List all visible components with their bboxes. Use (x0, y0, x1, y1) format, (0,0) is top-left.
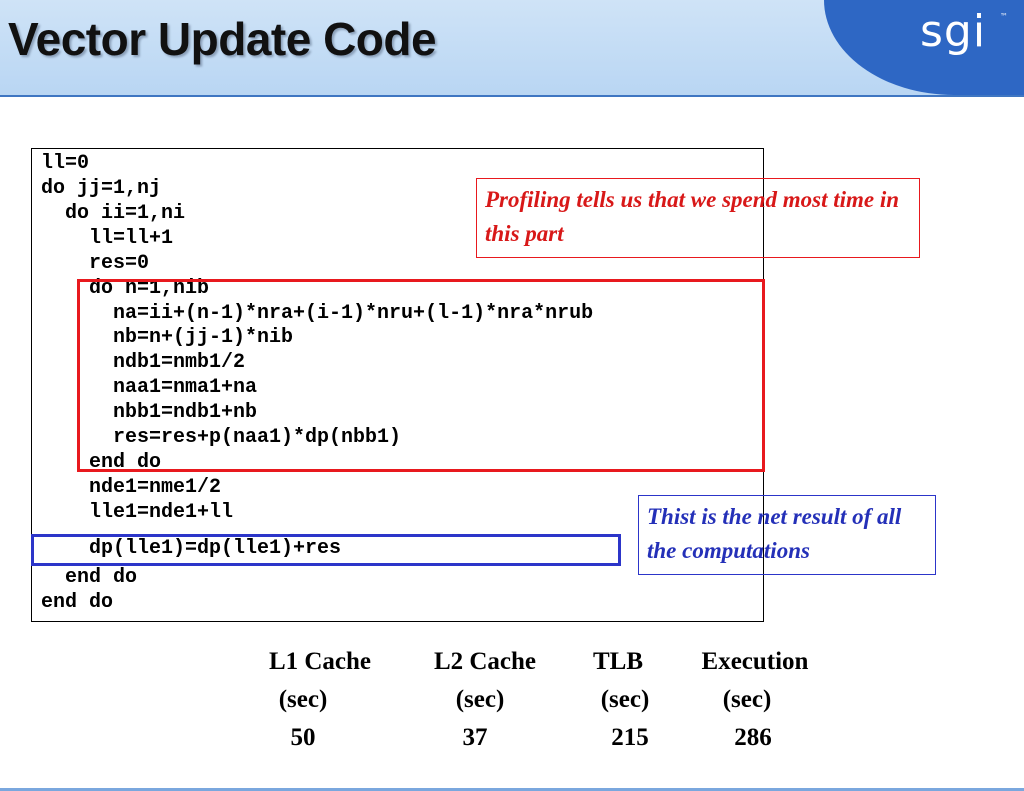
code-line: do jj=1,nj (41, 177, 162, 200)
stat-value: 286 (734, 724, 772, 751)
code-line: dp(lle1)=dp(lle1)+res (41, 537, 342, 560)
stat-unit: (sec) (455, 686, 505, 713)
stat-header: L2 Cache (433, 648, 537, 675)
stat-header: TLB (592, 648, 644, 675)
logo-trademark: ™ (1000, 12, 1008, 21)
stat-value: 50 (290, 724, 316, 751)
stat-value: 37 (462, 724, 488, 751)
code-line: do n=1,nib (41, 277, 210, 300)
footer-rule (0, 788, 1024, 791)
sgi-logo: sgi (920, 6, 987, 57)
code-line: end do (41, 566, 138, 589)
stat-unit: (sec) (278, 686, 328, 713)
code-line: nde1=nme1/2 (41, 476, 222, 499)
code-line: ll=0 (41, 152, 90, 175)
stat-header: L1 Cache (268, 648, 372, 675)
code-line: res=0 (41, 252, 150, 275)
code-line: nb=n+(jj-1)*nib (41, 326, 294, 349)
slide-title: Vector Update Code (8, 13, 437, 65)
slide-header: Vector Update Code sgi ™ (0, 0, 1024, 97)
profiling-callout: Profiling tells us that we spend most ti… (476, 178, 920, 258)
code-line: res=res+p(naa1)*dp(nbb1) (41, 426, 402, 449)
code-line: ll=ll+1 (41, 227, 174, 250)
stat-unit: (sec) (600, 686, 650, 713)
result-line-highlight (31, 534, 621, 566)
code-line: ndb1=nmb1/2 (41, 351, 246, 374)
code-line: lle1=nde1+ll (41, 501, 234, 524)
stat-unit: (sec) (722, 686, 772, 713)
result-callout: Thist is the net result of all the compu… (638, 495, 936, 575)
code-line: end do (41, 591, 114, 614)
code-line: end do (41, 451, 162, 474)
code-line: do ii=1,ni (41, 202, 186, 225)
stat-header: Execution (701, 648, 809, 675)
hot-loop-highlight (77, 279, 765, 472)
code-line: naa1=nma1+na (41, 376, 258, 399)
stat-value: 215 (611, 724, 649, 751)
code-line: na=ii+(n-1)*nra+(i-1)*nru+(l-1)*nra*nrub (41, 302, 594, 325)
code-line: nbb1=ndb1+nb (41, 401, 258, 424)
